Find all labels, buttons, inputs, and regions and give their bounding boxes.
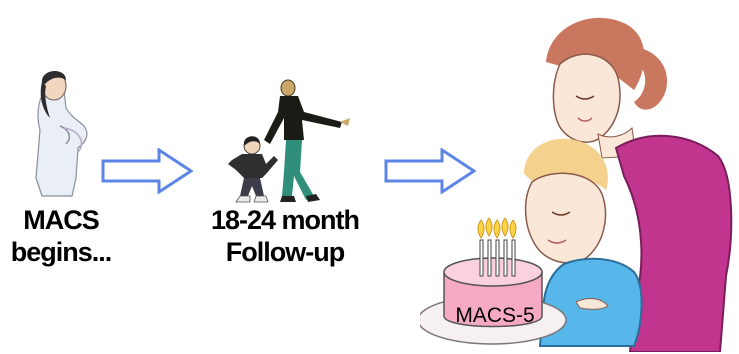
stage-label-line: Follow-up <box>194 236 376 268</box>
arrow-right-icon <box>101 148 193 194</box>
birthday-scene: MACS-5 <box>420 6 736 352</box>
cake-label: MACS-5 <box>448 304 542 328</box>
stage-label-macs-begins: MACS begins... <box>2 204 120 268</box>
mother-and-child-birthday-cake-icon <box>420 6 736 352</box>
stage-label-line: 18-24 month <box>194 204 376 236</box>
stage-label-line: MACS <box>2 204 120 236</box>
parent-walking-toddler-icon <box>222 78 354 204</box>
stage-label-follow-up: 18-24 month Follow-up <box>194 204 376 268</box>
pregnant-woman-icon <box>20 68 98 198</box>
stage-label-line: begins... <box>2 236 120 268</box>
